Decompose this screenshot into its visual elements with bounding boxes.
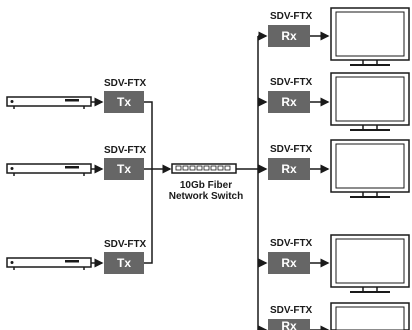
- monitor-4-icon: [330, 234, 410, 293]
- tx1-model-label: SDV-FTX: [104, 78, 147, 89]
- rx2-box: Rx: [268, 91, 310, 113]
- source-player-3-icon: [6, 257, 92, 270]
- rx4-box: Rx: [268, 252, 310, 274]
- tx3-box: Tx: [104, 252, 144, 274]
- tx-bus-line: [144, 101, 153, 264]
- tx2-box: Tx: [104, 158, 144, 180]
- source-player-2-icon: [6, 163, 92, 176]
- monitor-5-icon: [330, 302, 410, 330]
- switch-caption-line1: 10Gb Fiber: [179, 180, 233, 191]
- rx1-model-label: SDV-FTX: [270, 11, 313, 22]
- tx1-box: Tx: [104, 91, 144, 113]
- rx5-box: Rx: [268, 319, 310, 330]
- rx5-model-label: SDV-FTX: [270, 305, 313, 316]
- switch-caption-line2: Network Switch: [168, 191, 244, 202]
- source-player-1-icon: [6, 96, 92, 109]
- tx2-model-label: SDV-FTX: [104, 145, 147, 156]
- monitor-2-icon: [330, 72, 410, 131]
- switch-caption: 10Gb Fiber Network Switch: [158, 180, 254, 202]
- rx2-model-label: SDV-FTX: [270, 77, 313, 88]
- network-switch-icon: [171, 163, 237, 174]
- rx4-model-label: SDV-FTX: [270, 238, 313, 249]
- monitor-1-icon: [330, 7, 410, 66]
- rx3-box: Rx: [268, 158, 310, 180]
- monitor-3-icon: [330, 139, 410, 198]
- rx1-box: Rx: [268, 25, 310, 47]
- rx3-model-label: SDV-FTX: [270, 144, 313, 155]
- tx3-model-label: SDV-FTX: [104, 239, 147, 250]
